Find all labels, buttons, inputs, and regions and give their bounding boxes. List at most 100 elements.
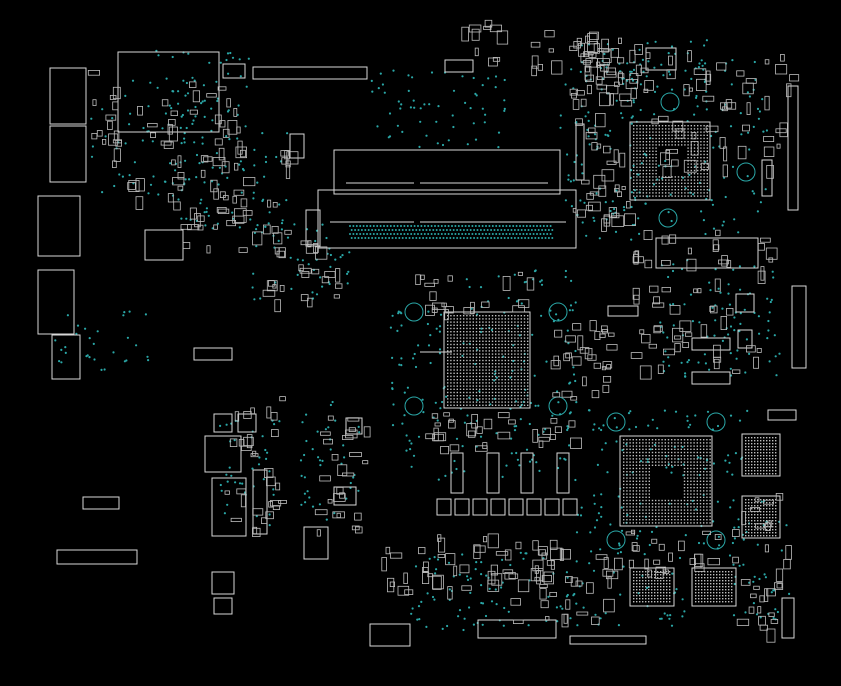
sodimm-slot-a[interactable] <box>333 149 561 195</box>
bga-ball <box>639 166 641 168</box>
bga-ball <box>456 382 458 384</box>
smd-pad <box>687 50 692 63</box>
cpu-top-part[interactable] <box>645 47 677 71</box>
bga-ball <box>754 464 756 466</box>
top-small-connector[interactable] <box>444 59 474 73</box>
smd-pad <box>307 240 312 248</box>
via <box>669 614 672 617</box>
part-small-b[interactable] <box>575 123 585 181</box>
via <box>263 175 266 178</box>
mosfet[interactable] <box>472 498 488 516</box>
usb-port-top[interactable] <box>49 67 87 125</box>
connector-below-cpu[interactable] <box>655 237 759 269</box>
connector-lower-left[interactable] <box>211 477 247 537</box>
part-small-a[interactable] <box>289 133 305 159</box>
smd-pad <box>235 146 247 159</box>
switch-top-b[interactable] <box>237 413 257 433</box>
cpu-chip[interactable] <box>629 121 711 201</box>
bga-ball <box>485 359 487 362</box>
bga-ball <box>504 385 506 387</box>
part-right-4[interactable] <box>737 329 753 349</box>
bga-ball <box>661 445 663 447</box>
via <box>444 474 447 477</box>
smd-pad <box>278 499 287 504</box>
top-ribbon-connector[interactable] <box>252 66 368 80</box>
bga-ball <box>658 125 660 127</box>
bga-ball <box>699 515 702 518</box>
ic-lower-mid-left-b[interactable] <box>333 486 357 506</box>
bga-ball <box>517 395 519 397</box>
bga-ball <box>511 395 513 397</box>
smd-pad <box>775 64 788 75</box>
inductor-v1[interactable] <box>450 452 464 494</box>
bottom-connector-left[interactable] <box>369 623 411 647</box>
switch-bottom-a[interactable] <box>211 571 235 595</box>
vram-4[interactable] <box>691 567 737 607</box>
part-right-1[interactable] <box>691 337 731 351</box>
bottom-strip-connector[interactable] <box>569 635 647 645</box>
bga-ball <box>660 598 662 600</box>
mosfet[interactable] <box>490 498 506 516</box>
display-port[interactable] <box>37 269 75 335</box>
mosfet[interactable] <box>526 498 542 516</box>
via <box>756 210 760 213</box>
bga-ball <box>706 195 708 197</box>
smd-pad <box>585 131 598 140</box>
part-right-5[interactable] <box>767 409 797 421</box>
vram-1[interactable] <box>741 433 781 477</box>
mosfet[interactable] <box>508 498 524 516</box>
bga-ball <box>517 366 519 368</box>
mosfet[interactable] <box>436 498 452 516</box>
mosfet[interactable] <box>562 498 578 516</box>
keyboard-connector[interactable] <box>56 549 138 565</box>
vram-3[interactable] <box>629 567 675 607</box>
smd-pad <box>606 85 619 95</box>
right-edge-connector-mid[interactable] <box>791 285 807 369</box>
part-right-6[interactable] <box>607 305 639 317</box>
bga-ball <box>748 535 750 537</box>
part-left-col[interactable] <box>305 209 321 247</box>
inductor-lower-left[interactable] <box>204 435 242 473</box>
via <box>247 57 250 60</box>
via <box>549 309 552 312</box>
part-right-3[interactable] <box>735 293 755 313</box>
inductor-v3[interactable] <box>520 452 534 494</box>
vram-2[interactable] <box>741 495 781 539</box>
smd-pad <box>602 568 614 577</box>
via <box>727 333 730 336</box>
gpu-chip[interactable] <box>619 435 713 527</box>
switch-top-a[interactable] <box>213 413 233 433</box>
switch-bottom-b[interactable] <box>213 597 233 615</box>
bga-ball <box>485 331 487 333</box>
ic-lower-mid-left[interactable] <box>303 526 329 560</box>
audio-jack[interactable] <box>51 334 81 380</box>
ic-top-left-large[interactable] <box>117 51 220 133</box>
mosfet[interactable] <box>544 498 560 516</box>
via <box>366 225 368 227</box>
bga-ball <box>683 503 686 505</box>
bga-ball <box>696 493 698 495</box>
smd-pad <box>278 247 286 259</box>
right-edge-connector-top[interactable] <box>787 85 799 211</box>
small-connector-left[interactable] <box>193 347 233 361</box>
ethernet-jack[interactable] <box>37 195 81 257</box>
part-right-2[interactable] <box>691 371 731 385</box>
sodimm-slot-b[interactable] <box>317 189 577 249</box>
bga-ball <box>642 147 644 149</box>
inductor-v4[interactable] <box>556 452 570 494</box>
bga-ball <box>639 464 641 466</box>
usb-port-bottom[interactable] <box>49 125 87 183</box>
battery-connector[interactable] <box>82 496 120 510</box>
bga-ball <box>450 375 452 378</box>
smd-pad <box>697 288 702 294</box>
pch-chip[interactable] <box>443 311 531 409</box>
ic-top-left-small[interactable] <box>222 63 246 79</box>
bottom-right-part[interactable] <box>781 597 795 639</box>
smd-pad <box>194 212 201 228</box>
via <box>220 489 223 492</box>
via <box>490 229 493 231</box>
inductor-v2[interactable] <box>486 452 500 494</box>
smd-pad <box>709 305 715 312</box>
mosfet[interactable] <box>454 498 470 516</box>
